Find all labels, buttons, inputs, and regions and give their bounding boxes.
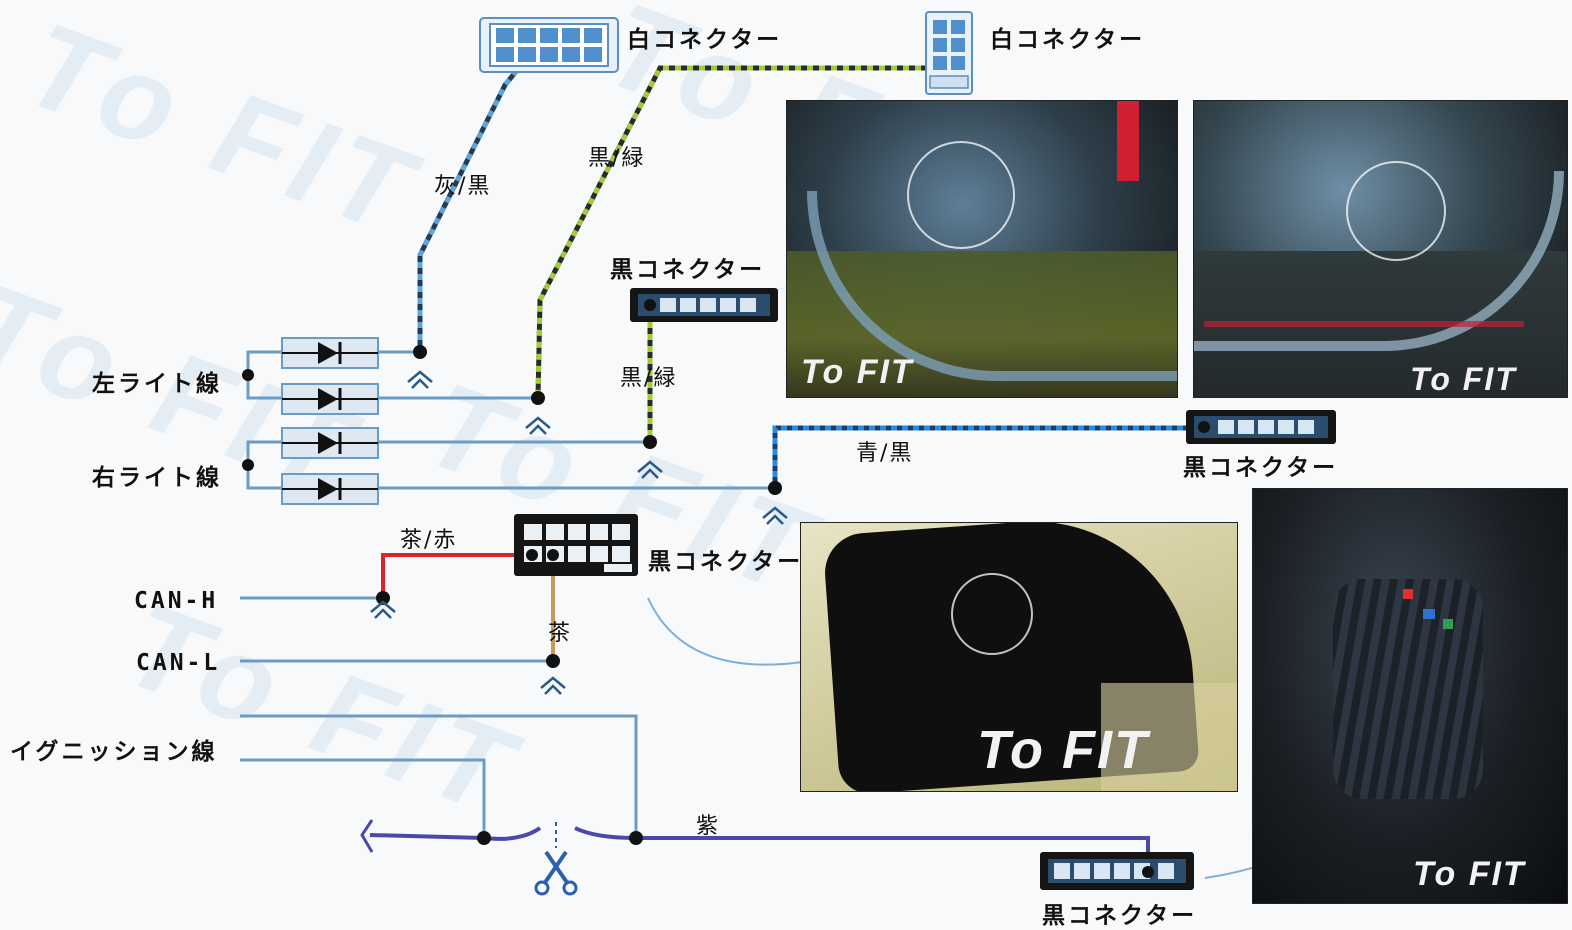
- left-light-label: 左ライト線: [92, 371, 222, 397]
- ignition-label: イグニッション線: [10, 739, 218, 765]
- black-connector-1: [630, 288, 778, 322]
- white-connector-2-label: 白コネクター: [990, 27, 1146, 53]
- right-light-label: 右ライト線: [92, 465, 222, 491]
- gray-black-wire-label: 灰/黒: [434, 174, 492, 199]
- scissors-icon: [534, 822, 578, 896]
- purple-wire-label: 紫: [696, 814, 721, 839]
- white-connector-1: [479, 17, 619, 73]
- can-h-label: CAN-H: [134, 588, 219, 614]
- brand-logo: To FIT: [1410, 361, 1517, 397]
- photo-engine-bay: To FIT: [1252, 488, 1568, 904]
- diode-icon: [281, 337, 379, 505]
- black-connector-1-label: 黒コネクター: [610, 257, 766, 283]
- white-connector-1-label: 白コネクター: [627, 27, 783, 53]
- photo-left-headlight: To FIT: [786, 100, 1178, 398]
- black-connector-3: [514, 514, 638, 576]
- photo-right-headlight: To FIT: [1193, 100, 1568, 398]
- black-connector-2-label: 黒コネクター: [1183, 455, 1339, 481]
- black-connector-2: [1186, 410, 1336, 444]
- brown-red-wire-label: 茶/赤: [400, 528, 458, 553]
- black-green-wire-label-mid: 黒/緑: [620, 366, 678, 391]
- black-green-wire-label-top: 黒/緑: [588, 146, 646, 171]
- black-connector-3-label: 黒コネクター: [648, 549, 804, 575]
- black-connector-4: [1040, 852, 1194, 890]
- white-connector-2: [925, 11, 973, 95]
- brown-wire-label: 茶: [548, 621, 573, 646]
- ground-icon: [370, 370, 788, 695]
- brand-logo: To FIT: [1413, 855, 1526, 893]
- can-l-label: CAN-L: [136, 650, 221, 676]
- brand-logo: To FIT: [801, 353, 914, 391]
- photo-dashboard: To FIT: [800, 522, 1238, 792]
- brand-logo: To FIT: [977, 720, 1149, 780]
- blue-black-wire-label: 青/黒: [856, 441, 914, 466]
